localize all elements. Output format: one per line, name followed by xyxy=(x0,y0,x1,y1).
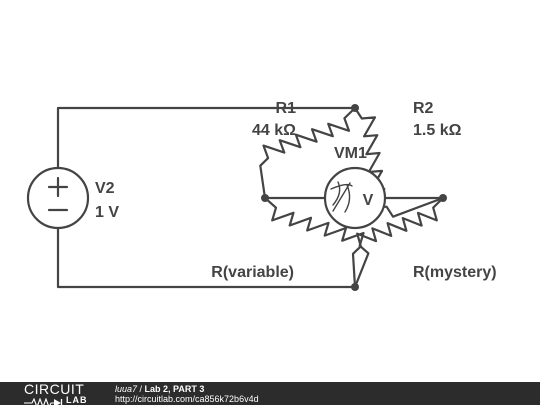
r-variable-label: R(variable) xyxy=(211,264,294,281)
resistor-logo-icon xyxy=(24,397,63,405)
voltage-source-v2[interactable] xyxy=(26,166,90,230)
r-mystery-label: R(mystery) xyxy=(413,264,497,281)
r2-name-label: R2 xyxy=(413,100,434,117)
logo-lab-text: LAB xyxy=(66,395,88,405)
meter-symbol: V xyxy=(363,192,374,209)
logo-lab-row: LAB xyxy=(24,395,96,405)
r1-resistor[interactable] xyxy=(259,106,357,200)
bottom-node xyxy=(351,283,359,291)
author-link[interactable]: luua7 xyxy=(115,384,138,394)
r1-name-label: R1 xyxy=(276,100,297,117)
r1-value-label: 44 kΩ xyxy=(252,122,296,139)
r-variable-resistor[interactable] xyxy=(263,196,370,289)
circuitlab-logo[interactable]: CIRCUIT LAB xyxy=(24,381,96,405)
r2-value-label: 1.5 kΩ xyxy=(413,122,462,139)
footer-bar: CIRCUIT LAB luua7 / Lab 2, PART 3 http:/… xyxy=(0,382,540,405)
v2-value-label: 1 V xyxy=(95,204,119,221)
circuit-url-link[interactable]: http://circuitlab.com/ca856k72b6v4d xyxy=(115,394,259,404)
v2-name-label: V2 xyxy=(95,180,115,197)
breadcrumb-separator: / xyxy=(137,384,145,394)
top-wire xyxy=(56,106,357,172)
logo-circuit-text: CIRCUIT xyxy=(24,381,85,397)
circuit-meta: luua7 / Lab 2, PART 3 http://circuitlab.… xyxy=(115,384,259,404)
bridge-circuit-schematic: V V2 1 V R1 44 kΩ R2 1.5 kΩ VM1 R(variab… xyxy=(26,100,497,291)
meter-dial-icon xyxy=(330,181,353,213)
top-node xyxy=(351,104,359,112)
r-mystery-resistor[interactable] xyxy=(351,196,445,289)
right-node xyxy=(439,194,447,202)
left-node xyxy=(261,194,269,202)
bottom-wire xyxy=(56,225,357,289)
voltmeter-vm1[interactable]: V xyxy=(323,166,387,230)
vm1-name-label: VM1 xyxy=(334,145,367,162)
circuit-title-link[interactable]: Lab 2, PART 3 xyxy=(144,384,205,394)
